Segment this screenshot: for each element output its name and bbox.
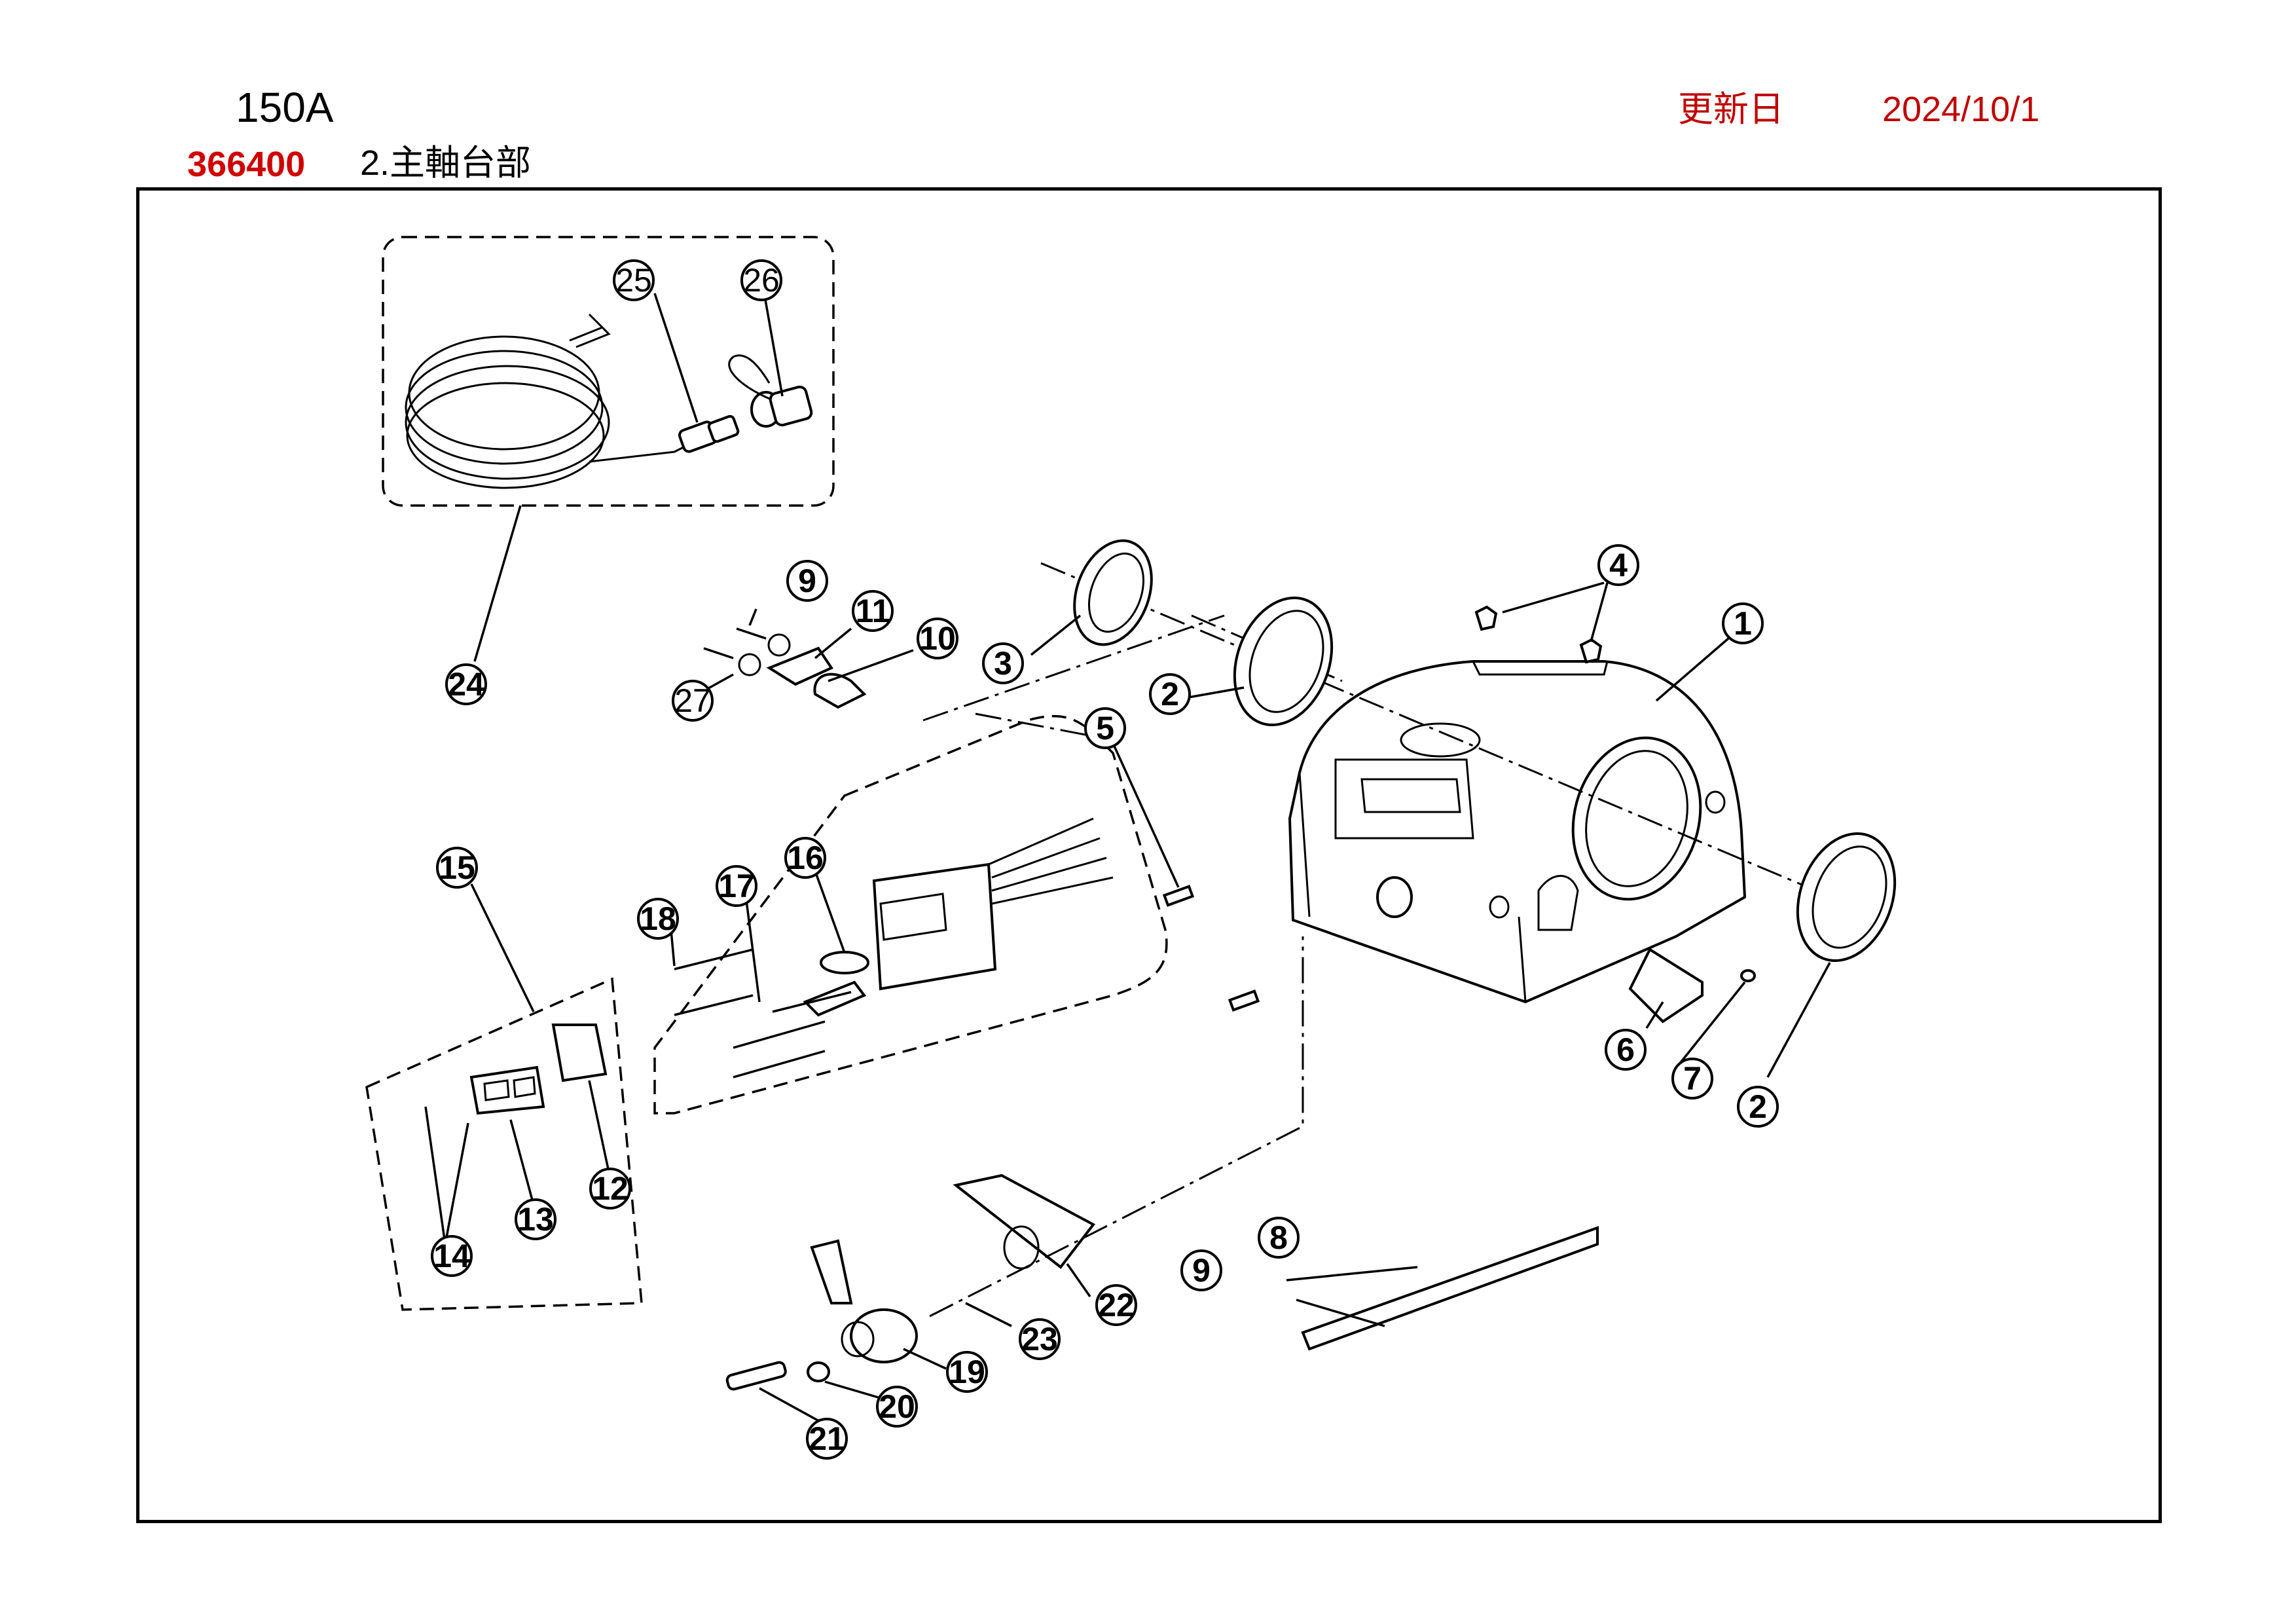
svg-text:26: 26 [743,262,780,299]
callouts: 1 2 2 3 4 5 6 7 8 9 9 10 11 12 13 14 15 … [431,259,1779,1460]
svg-text:4: 4 [1609,547,1628,583]
svg-text:2: 2 [1161,676,1179,712]
svg-text:27: 27 [674,682,711,719]
callout-17: 17 [716,865,757,907]
svg-text:17: 17 [718,868,755,904]
model-name: 150A [236,84,334,131]
bracket-group [703,608,914,709]
callout-24: 24 [445,663,487,705]
svg-text:24: 24 [448,666,484,703]
switch-plate-group [653,714,1168,1115]
callout-21: 21 [806,1418,848,1460]
callout-3: 3 [982,642,1024,684]
callout-26: 26 [740,259,782,301]
leader-lines [670,581,1831,1078]
callout-16: 16 [784,837,826,879]
callout-5: 5 [1084,707,1126,749]
svg-text:19: 19 [949,1354,985,1390]
lever-group [725,936,1304,1426]
svg-text:20: 20 [879,1388,915,1425]
callout-10: 10 [917,618,958,659]
svg-text:9: 9 [1192,1252,1211,1289]
callout-4: 4 [1597,544,1639,586]
callout-6: 6 [1605,1029,1647,1071]
callout-12: 12 [589,1168,631,1209]
updated-date: 2024/10/1 [1882,90,2040,129]
callout-15: 15 [436,847,478,889]
callout-22: 22 [1095,1284,1137,1326]
callout-20: 20 [876,1386,918,1428]
callout-27: 27 [672,680,714,722]
headstock-body [1288,660,1747,1004]
svg-text:7: 7 [1683,1060,1702,1097]
svg-text:3: 3 [994,645,1012,682]
svg-text:14: 14 [433,1238,470,1274]
svg-text:10: 10 [919,620,956,657]
callout-19: 19 [946,1351,988,1393]
part-number: 366400 [187,145,306,184]
svg-text:21: 21 [809,1420,845,1457]
bearing-rings [1073,539,1897,962]
svg-text:8: 8 [1269,1219,1288,1256]
callout-25: 25 [613,259,655,301]
svg-text:12: 12 [592,1170,629,1207]
svg-text:25: 25 [615,262,652,299]
small-parts-upper [1162,605,1756,1024]
svg-text:16: 16 [787,840,824,876]
switch-group [365,883,643,1311]
svg-text:13: 13 [517,1201,554,1238]
svg-text:9: 9 [798,563,816,599]
callout-14: 14 [431,1235,473,1277]
svg-text:22: 22 [1098,1287,1135,1323]
callout-9: 9 [1180,1249,1222,1291]
svg-text:6: 6 [1616,1031,1635,1068]
svg-text:11: 11 [856,593,890,629]
rail-group [1286,1226,1599,1351]
callout-13: 13 [515,1198,556,1240]
svg-text:15: 15 [439,849,475,886]
svg-text:5: 5 [1096,710,1114,747]
svg-text:18: 18 [640,900,676,937]
callout-11: 11 [852,590,894,632]
callout-7: 7 [1671,1058,1713,1099]
svg-text:1: 1 [1734,605,1752,642]
callout-2: 2 [1737,1086,1779,1128]
svg-text:2: 2 [1749,1088,1767,1125]
callout-18: 18 [637,898,679,940]
updated-label: 更新日 [1678,90,1784,129]
callout-9: 9 [786,560,828,602]
cord-assembly-group [382,236,835,662]
callout-8: 8 [1258,1217,1300,1259]
diagram-frame [136,187,2162,1523]
callout-23: 23 [1019,1318,1061,1360]
callout-2: 2 [1149,673,1191,715]
section-title: 2.主軸台部 [360,143,532,183]
svg-text:23: 23 [1021,1321,1058,1357]
callout-1: 1 [1722,602,1764,644]
